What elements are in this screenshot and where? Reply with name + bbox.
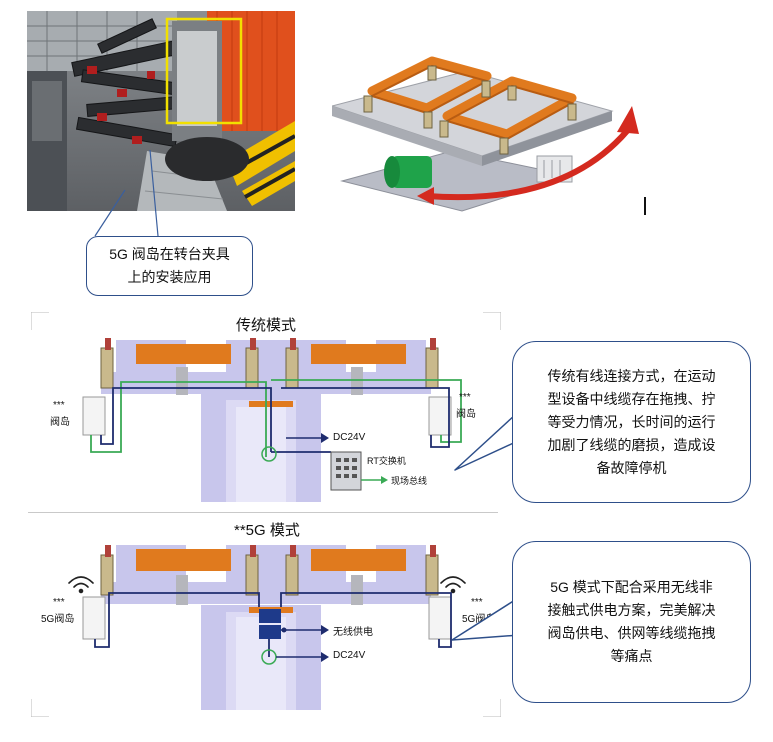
trad-switch-label: RT交换机 (367, 456, 406, 466)
trad-left-stars: *** (53, 400, 65, 411)
trad-right-stars: *** (459, 392, 471, 403)
trad-bus-label: 现场总线 (391, 476, 428, 486)
fiveg-left-valve-label: 5G阀岛 (41, 614, 75, 625)
fixture-render (330, 36, 652, 216)
callout-5g-text: 5G 模式下配合采用无线非 接触式供电方案，完美解决 阀岛供电、供网等线缆拖拽 … (547, 579, 716, 664)
fiveg-title: **5G 模式 (234, 522, 300, 539)
factory-photo (27, 11, 296, 211)
fiveg-dc-label: DC24V (333, 650, 366, 661)
trad-left-valve-label: 阀岛 (50, 417, 70, 428)
callout-traditional-text: 传统有线连接方式，在运动 型设备中线缆存在拖拽、拧 等受力情况，长时间的运行 加… (547, 367, 716, 476)
traditional-title: 传统模式 (236, 317, 297, 334)
fiveg-mode-panel: **5G 模式 (31, 517, 501, 717)
separator-mark (644, 197, 646, 215)
fiveg-left-stars: *** (53, 597, 65, 608)
trad-dc-label: DC24V (333, 432, 366, 443)
section-divider (28, 512, 498, 513)
callout-traditional-box: 传统有线连接方式，在运动 型设备中线缆存在拖拽、拧 等受力情况，长时间的运行 加… (512, 341, 751, 503)
callout-5g-box: 5G 模式下配合采用无线非 接触式供电方案，完美解决 阀岛供电、供网等线缆拖拽 … (512, 541, 751, 703)
trad-right-valve-label: 阀岛 (456, 409, 476, 420)
callout-install-text: 5G 阀岛在转台夹具 上的安装应用 (109, 246, 230, 285)
callout-install-box: 5G 阀岛在转台夹具 上的安装应用 (86, 236, 253, 296)
fiveg-wireless-power-label: 无线供电 (333, 627, 373, 638)
fiveg-right-stars: *** (471, 597, 483, 608)
traditional-mode-panel: 传统模式 (31, 312, 501, 512)
fiveg-right-valve-label: 5G阀岛 (462, 614, 496, 625)
wifi-icon (68, 576, 466, 594)
